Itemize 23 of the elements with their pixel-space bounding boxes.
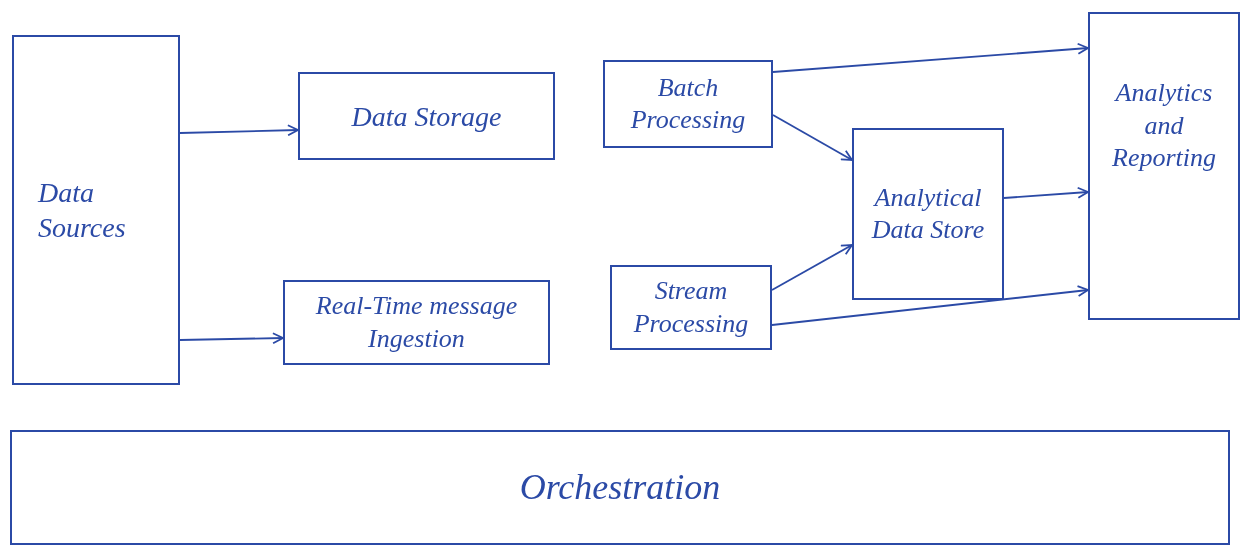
arrow	[771, 244, 853, 291]
arrow	[772, 114, 853, 161]
process-box	[852, 128, 1004, 300]
process-box	[610, 265, 772, 350]
box-label: Data Sources	[38, 176, 127, 245]
box-label: Orchestration	[519, 466, 721, 509]
process-box	[1088, 12, 1240, 320]
arrow	[772, 42, 1089, 73]
box-label: Real-Time message Ingestion	[314, 290, 519, 355]
arrow	[1003, 186, 1089, 199]
arrow	[179, 332, 284, 345]
box-label: Stream Processing	[632, 275, 750, 340]
arrow	[771, 285, 1089, 326]
box-label: Data Storage	[351, 99, 502, 134]
box-label: Analytical Data Store	[870, 181, 986, 246]
process-box	[283, 280, 550, 365]
orchestration-band	[10, 430, 1230, 545]
process-box	[298, 72, 555, 160]
box-label: Batch Processing	[629, 71, 747, 136]
box-label: Analytics and Reporting	[1111, 77, 1217, 175]
process-box	[603, 60, 773, 148]
arrow	[179, 124, 299, 137]
process-box	[12, 35, 180, 385]
